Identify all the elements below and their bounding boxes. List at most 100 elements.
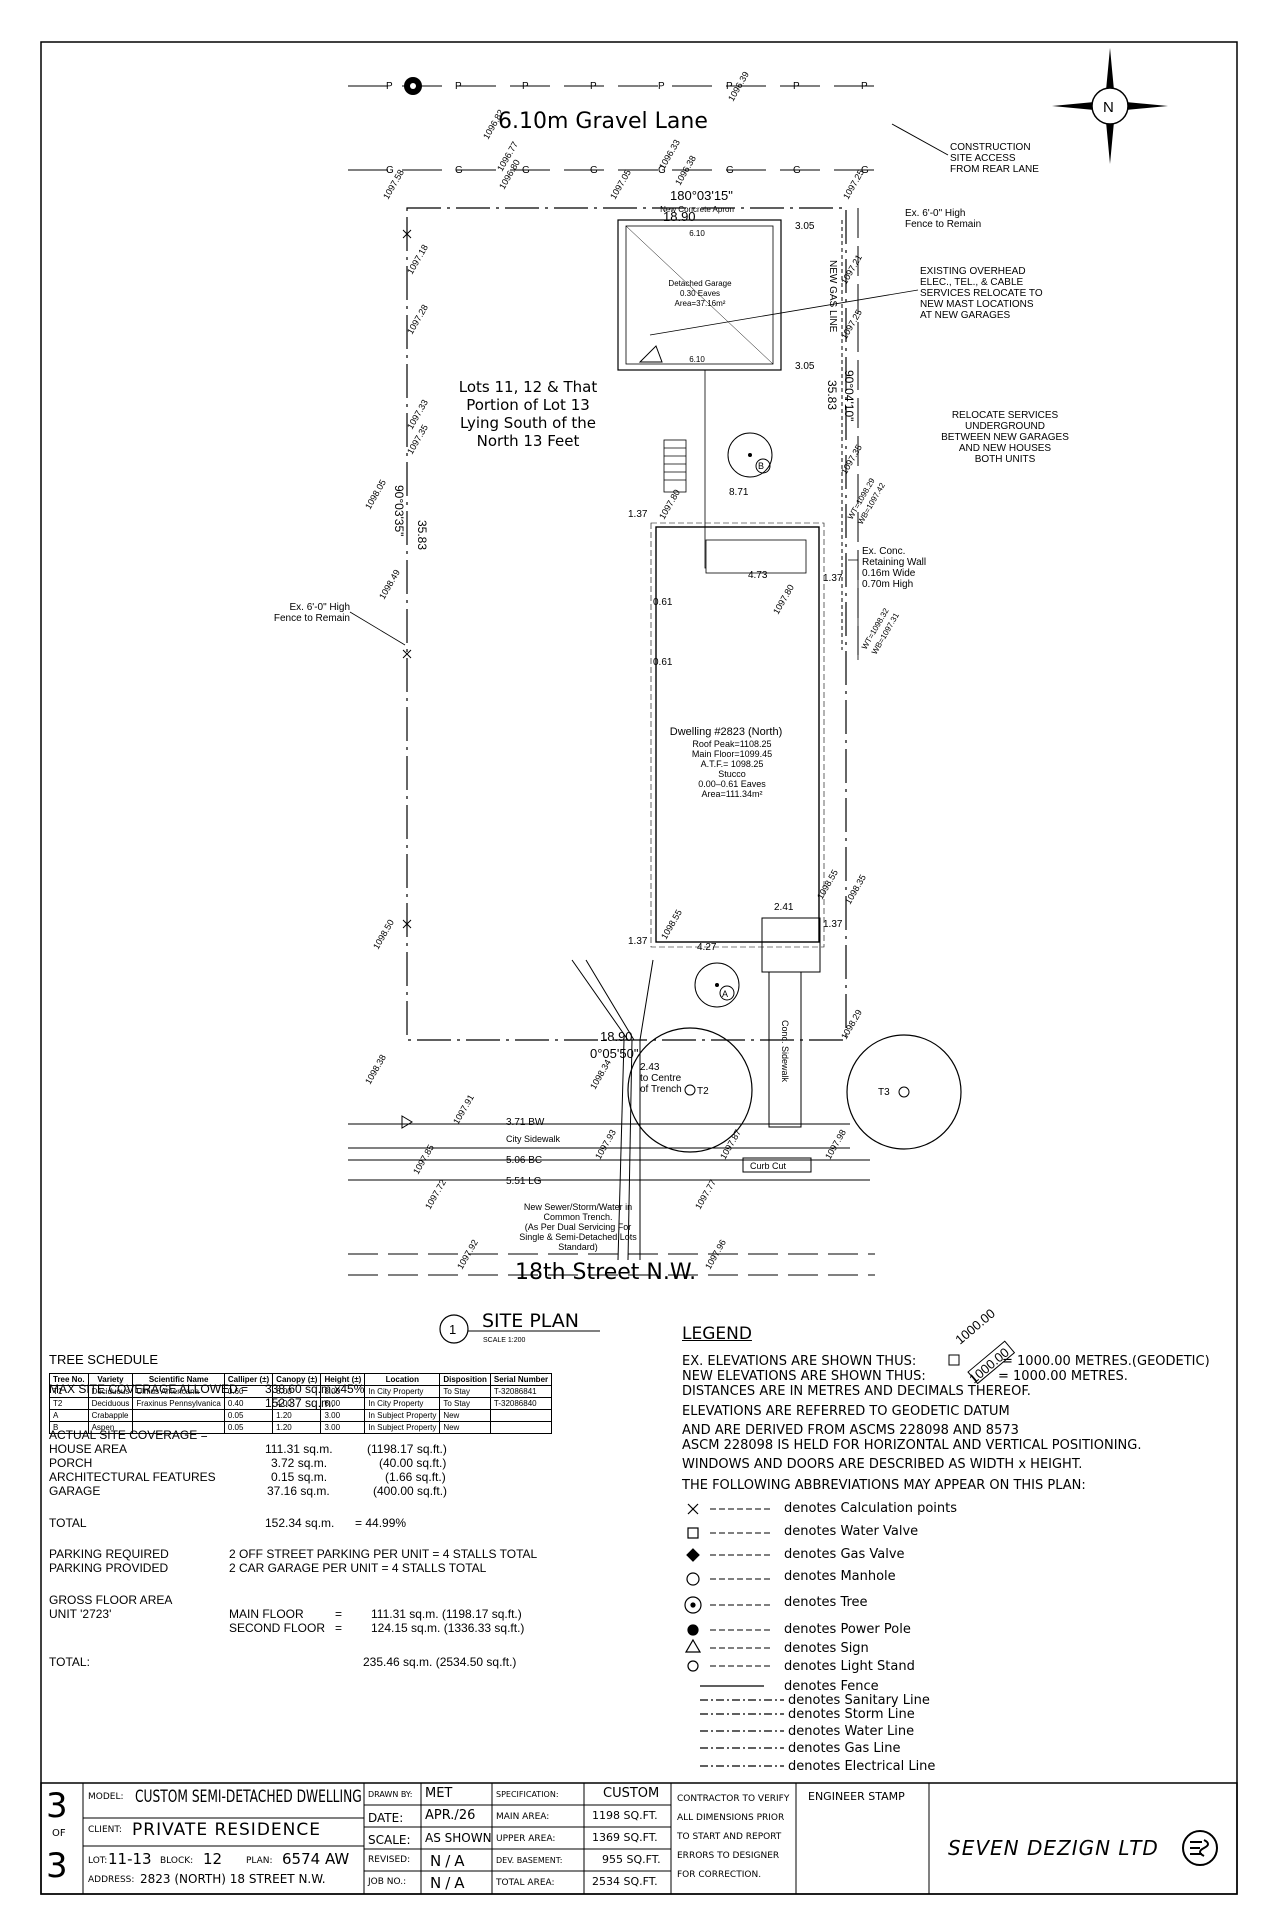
svg-text:BOTH UNITS: BOTH UNITS <box>975 454 1036 465</box>
svg-text:G: G <box>522 165 530 176</box>
svg-text:2.43: 2.43 <box>640 1062 660 1073</box>
svg-text:G: G <box>455 165 463 176</box>
svg-text:(As Per Dual Servicing For: (As Per Dual Servicing For <box>525 1222 632 1232</box>
legend-dashes <box>710 1508 770 1667</box>
svg-text:1098.55: 1098.55 <box>659 908 684 941</box>
south-bearing: 0°05'50" <box>590 1046 639 1061</box>
svg-text:SCALE 1:200: SCALE 1:200 <box>483 1337 526 1344</box>
svg-text:Fence to Remain: Fence to Remain <box>274 613 350 624</box>
svg-text:1.37: 1.37 <box>628 509 648 520</box>
svg-text:1.37: 1.37 <box>823 573 843 584</box>
svg-text:0.61: 0.61 <box>653 657 673 668</box>
dwelling-label: Dwelling #2823 (North) Roof Peak=1108.25… <box>670 726 783 799</box>
tree-a-icon <box>694 962 740 1008</box>
svg-text:1: 1 <box>449 1322 456 1337</box>
svg-text:NEW GAS LINE: NEW GAS LINE <box>827 260 838 333</box>
svg-text:EXISTING OVERHEAD: EXISTING OVERHEAD <box>920 266 1026 277</box>
model-name: CUSTOM SEMI-DETACHED DWELLING <box>135 1787 362 1807</box>
svg-text:AND NEW HOUSES: AND NEW HOUSES <box>959 443 1052 454</box>
trench-note: 2.43 to Centre of Trench <box>640 1062 682 1095</box>
svg-text:90°04'10": 90°04'10" <box>842 370 856 421</box>
svg-text:Detached Garage: Detached Garage <box>668 279 732 288</box>
svg-text:A: A <box>722 989 728 999</box>
svg-text:5.06 BC: 5.06 BC <box>506 1155 542 1166</box>
rear-stairs <box>663 439 687 493</box>
svg-text:1097.80: 1097.80 <box>657 488 682 521</box>
svg-text:0.30 Eaves: 0.30 Eaves <box>680 289 720 298</box>
svg-text:0.00–0.61 Eaves: 0.00–0.61 Eaves <box>698 779 766 789</box>
svg-text:Main Floor=1099.45: Main Floor=1099.45 <box>692 749 772 759</box>
svg-text:NEW MAST LOCATIONS: NEW MAST LOCATIONS <box>920 299 1034 310</box>
svg-text:Portion of Lot 13: Portion of Lot 13 <box>466 396 590 414</box>
legend-title: LEGEND <box>682 1324 752 1344</box>
tree-cell <box>489 1421 553 1434</box>
coverage-block: MAX SITE COVERAGE ALLOWED = 338.60 sq.m.… <box>49 1382 538 1669</box>
street-lines <box>348 1123 875 1276</box>
svg-text:90°03'35": 90°03'35" <box>392 485 406 536</box>
dwelling-footprint <box>655 526 820 943</box>
svg-text:1098.05: 1098.05 <box>363 478 388 511</box>
svg-text:1097.87: 1097.87 <box>718 1128 743 1161</box>
tree-cell: In Subject Property <box>364 1421 441 1434</box>
svg-text:AT NEW GARAGES: AT NEW GARAGES <box>920 310 1011 321</box>
svg-text:1097.98: 1097.98 <box>823 1128 848 1161</box>
svg-text:UNDERGROUND: UNDERGROUND <box>965 421 1045 432</box>
svg-text:1098.34: 1098.34 <box>588 1058 613 1091</box>
svg-text:18.90: 18.90 <box>600 1029 633 1044</box>
svg-text:0.16m Wide: 0.16m Wide <box>862 568 916 579</box>
tree-b-icon <box>727 432 773 478</box>
svg-text:3.05: 3.05 <box>795 221 815 232</box>
svg-text:Area=111.34m²: Area=111.34m² <box>702 789 763 799</box>
svg-text:0.61: 0.61 <box>653 597 673 608</box>
walkway <box>768 971 802 1128</box>
tree-header-cell: Canopy (±) <box>272 1373 322 1386</box>
property-boundary <box>406 207 847 1041</box>
lane-label: 6.10m Gravel Lane <box>498 109 708 134</box>
svg-text:RELOCATE SERVICES: RELOCATE SERVICES <box>952 410 1059 421</box>
svg-text:G: G <box>726 165 734 176</box>
sewer-note: New Sewer/Storm/Water in Common Trench. … <box>519 1202 637 1252</box>
fence-west <box>402 229 412 929</box>
svg-text:1097.91: 1097.91 <box>451 1093 476 1126</box>
svg-text:Ex. 6'-0" High: Ex. 6'-0" High <box>290 602 350 613</box>
note-wall: Ex. Conc. Retaining Wall 0.16m Wide 0.70… <box>862 546 926 590</box>
svg-text:Fence to Remain: Fence to Remain <box>905 219 981 230</box>
svg-text:P: P <box>793 81 800 92</box>
svg-text:1.37: 1.37 <box>628 936 648 947</box>
company-logo-icon <box>1182 1830 1218 1866</box>
svg-text:1097.93: 1097.93 <box>593 1128 618 1161</box>
svg-text:P: P <box>726 81 733 92</box>
svg-text:4.27: 4.27 <box>697 942 717 953</box>
svg-text:P: P <box>590 81 597 92</box>
company-name: SEVEN DEZIGN LTD <box>948 1836 1159 1860</box>
detached-garage <box>617 219 782 371</box>
tree-cell: 1.20 <box>272 1421 322 1434</box>
svg-text:1000.00: 1000.00 <box>952 1306 998 1348</box>
svg-text:Lots 11, 12 & That: Lots 11, 12 & That <box>459 378 598 396</box>
svg-text:Stucco: Stucco <box>718 769 746 779</box>
note-overhead: EXISTING OVERHEAD ELEC., TEL., & CABLE S… <box>920 266 1043 321</box>
svg-text:FROM REAR LANE: FROM REAR LANE <box>950 164 1039 175</box>
svg-text:6.10: 6.10 <box>689 229 705 238</box>
svg-text:Ex. 6'-0" High: Ex. 6'-0" High <box>905 208 965 219</box>
svg-text:2.41: 2.41 <box>774 902 794 913</box>
svg-text:SERVICES RELOCATE TO: SERVICES RELOCATE TO <box>920 288 1043 299</box>
svg-text:1.37: 1.37 <box>823 919 843 930</box>
svg-text:P: P <box>386 81 393 92</box>
view-title: SITE PLAN <box>482 1310 579 1332</box>
note-fence-west: Ex. 6'-0" High Fence to Remain <box>274 602 350 624</box>
svg-text:1097.28: 1097.28 <box>405 303 430 336</box>
svg-text:1098.29: 1098.29 <box>839 1008 864 1041</box>
tree-cell: Aspen <box>87 1421 134 1434</box>
title-block-frame <box>40 1782 1238 1895</box>
svg-text:P: P <box>455 81 462 92</box>
tree-cell: 0.05 <box>223 1421 274 1434</box>
tree-t2-icon <box>627 1027 753 1153</box>
svg-text:1096.33: 1096.33 <box>657 138 682 171</box>
svg-text:SITE ACCESS: SITE ACCESS <box>950 153 1016 164</box>
svg-text:Conc. Sidewalk: Conc. Sidewalk <box>780 1020 790 1083</box>
